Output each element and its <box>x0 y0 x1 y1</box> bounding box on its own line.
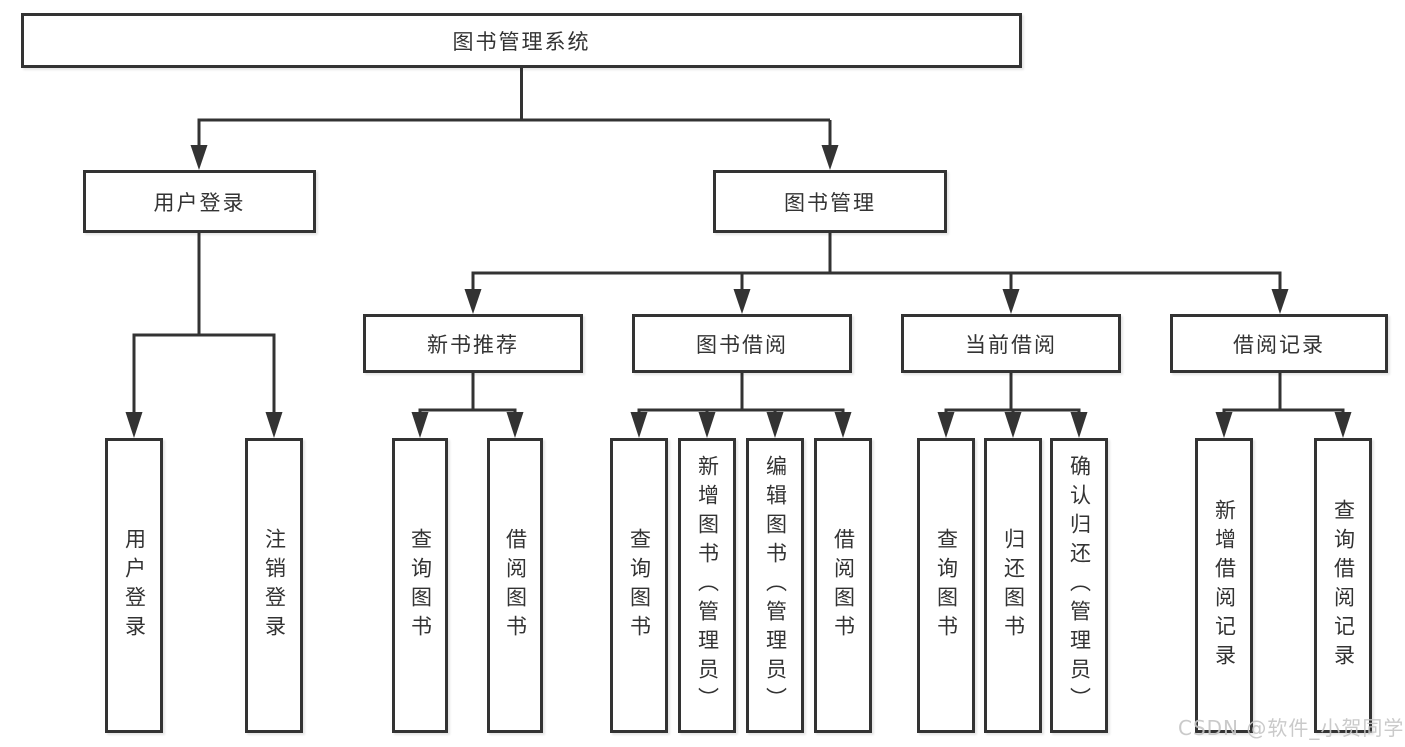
leaf-add-borrow-record: 新增借阅记录 <box>1195 438 1253 733</box>
node-book-borrow: 图书借阅 <box>632 314 852 373</box>
leaf-return-book: 归还图书 <box>984 438 1042 733</box>
node-user-login: 用户登录 <box>83 170 316 233</box>
leaf-query-books-recommend: 查询图书 <box>392 438 448 733</box>
leaf-query-books-current: 查询图书 <box>917 438 975 733</box>
leaf-confirm-return-admin-label: 确认归还（管理员） <box>1067 455 1092 716</box>
node-current-borrow-label: 当前借阅 <box>965 332 1057 357</box>
node-borrow-records: 借阅记录 <box>1170 314 1388 373</box>
leaf-query-books-borrow-label: 查询图书 <box>627 527 652 644</box>
node-new-book-recommend: 新书推荐 <box>363 314 583 373</box>
leaf-return-book-label: 归还图书 <box>1001 527 1026 644</box>
leaf-borrow-books-recommend: 借阅图书 <box>487 438 543 733</box>
leaf-edit-book-admin: 编辑图书（管理员） <box>746 438 804 733</box>
leaf-query-borrow-record: 查询借阅记录 <box>1314 438 1372 733</box>
leaf-logout-label: 注销登录 <box>262 527 287 644</box>
leaf-logout: 注销登录 <box>245 438 303 733</box>
leaf-user-login-label: 用户登录 <box>122 527 147 644</box>
leaf-borrow-books: 借阅图书 <box>814 438 872 733</box>
leaf-add-book-admin-label: 新增图书（管理员） <box>695 455 720 716</box>
leaf-edit-book-admin-label: 编辑图书（管理员） <box>763 455 788 716</box>
node-current-borrow: 当前借阅 <box>901 314 1121 373</box>
node-root-system: 图书管理系统 <box>21 13 1022 68</box>
leaf-confirm-return-admin: 确认归还（管理员） <box>1050 438 1108 733</box>
leaf-query-books-recommend-label: 查询图书 <box>408 527 433 644</box>
node-book-management-label: 图书管理 <box>784 190 876 215</box>
leaf-user-login: 用户登录 <box>105 438 163 733</box>
node-root-label: 图书管理系统 <box>452 29 591 54</box>
leaf-add-book-admin: 新增图书（管理员） <box>678 438 736 733</box>
leaf-borrow-books-recommend-label: 借阅图书 <box>503 527 528 644</box>
node-new-book-recommend-label: 新书推荐 <box>427 332 519 357</box>
leaf-query-books-borrow: 查询图书 <box>610 438 668 733</box>
node-user-login-label: 用户登录 <box>153 190 246 215</box>
leaf-borrow-books-label: 借阅图书 <box>831 527 856 644</box>
csdn-watermark: CSDN @软件_小贺同学 <box>1178 716 1405 740</box>
leaf-query-books-current-label: 查询图书 <box>934 527 959 644</box>
leaf-add-borrow-record-label: 新增借阅记录 <box>1212 498 1237 673</box>
arrowheads <box>125 145 1352 438</box>
node-book-management: 图书管理 <box>713 170 947 233</box>
leaf-query-borrow-record-label: 查询借阅记录 <box>1331 498 1356 673</box>
node-borrow-records-label: 借阅记录 <box>1233 332 1325 357</box>
node-book-borrow-label: 图书借阅 <box>696 332 788 357</box>
